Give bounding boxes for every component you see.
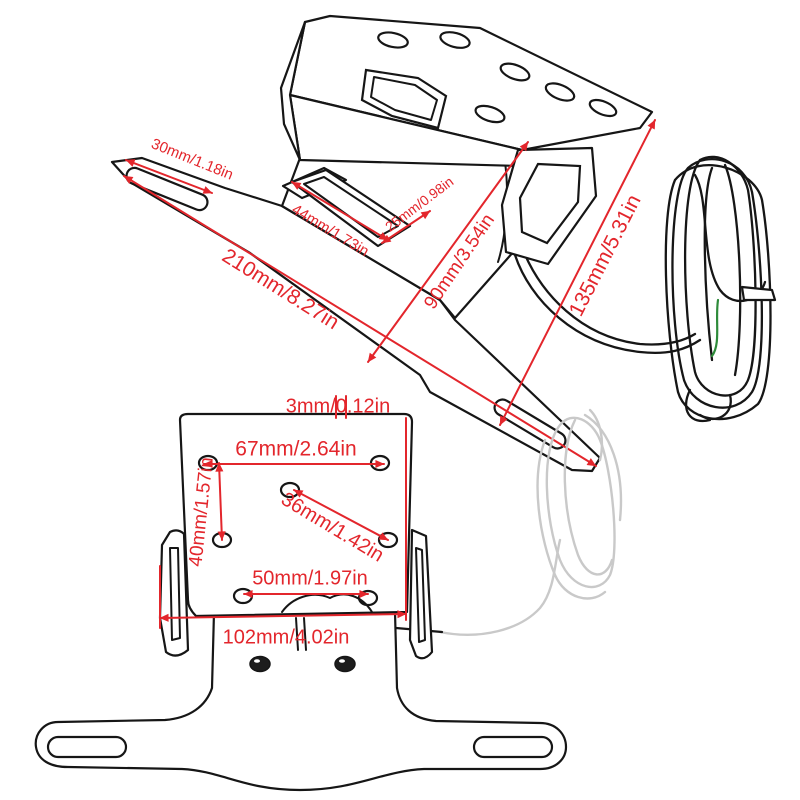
cable-strand (583, 413, 623, 522)
plate-width-dimension-line (159, 610, 407, 622)
top-plate-hole (499, 62, 531, 82)
license-plate-arm (34, 610, 568, 792)
bolt-highlight (339, 659, 345, 663)
top-plate-hole (439, 31, 471, 49)
light-window (360, 68, 448, 130)
mounting-bolt (249, 655, 271, 673)
thickness-dimension-label: 3mm/0.12in (286, 395, 391, 417)
height-dimension-line (499, 119, 656, 426)
cable-loop (536, 438, 607, 600)
cable-strand (684, 388, 712, 423)
cable-loop (664, 164, 772, 421)
bolt-head (249, 655, 271, 673)
cable-strand (698, 393, 732, 421)
cable-loop (545, 416, 616, 589)
cable-connector (740, 285, 777, 302)
cable-clip (303, 617, 307, 651)
cable-loop (563, 418, 614, 576)
top-plate-hole (588, 98, 618, 118)
diagonal-hole-spacing-dimension-line (293, 489, 389, 541)
cable-strand (723, 163, 742, 377)
top-plate-hole (377, 31, 409, 49)
top-plate-side-flange (279, 20, 307, 162)
upper-bracket-view: 30mm/1.18in 44mm/1.73in 25mm/0.98in 210m… (110, 14, 777, 473)
cable-loop (671, 158, 764, 409)
left-side-bracket-slot (169, 547, 181, 641)
light-cable-coil (394, 408, 623, 636)
right-side-bracket-slot (415, 547, 426, 643)
plate-arm-slot-right (472, 735, 554, 759)
cable-loop (683, 155, 757, 397)
cable-clip (295, 617, 299, 651)
vertical-hole-spacing-dimension-line (215, 462, 226, 541)
plate-width-dimension-label: 102mm/4.02in (223, 626, 350, 648)
left-side-bracket (158, 529, 190, 657)
top-plate-hole (474, 104, 506, 124)
plate-arm-slot-left (46, 735, 128, 759)
top-plate-hole (544, 82, 576, 102)
cable-colored-strand (710, 298, 720, 358)
cable-strand (588, 408, 604, 462)
cable-strand (703, 166, 714, 362)
bolt-head (334, 655, 356, 673)
lower-bracket-view: 3mm/0.12in 67mm/2.64in 40mm/1.57in 36mm/… (34, 395, 623, 792)
top-hole-spacing-dimension-label: 67mm/2.64in (235, 438, 356, 461)
cable-lead (438, 538, 562, 636)
mounting-bolt (334, 655, 356, 673)
light-window-inner (370, 76, 438, 121)
plate-hole (232, 587, 254, 605)
bolt-highlight (254, 659, 260, 663)
bottom-hole-spacing-dimension-label: 50mm/1.97in (252, 567, 368, 589)
